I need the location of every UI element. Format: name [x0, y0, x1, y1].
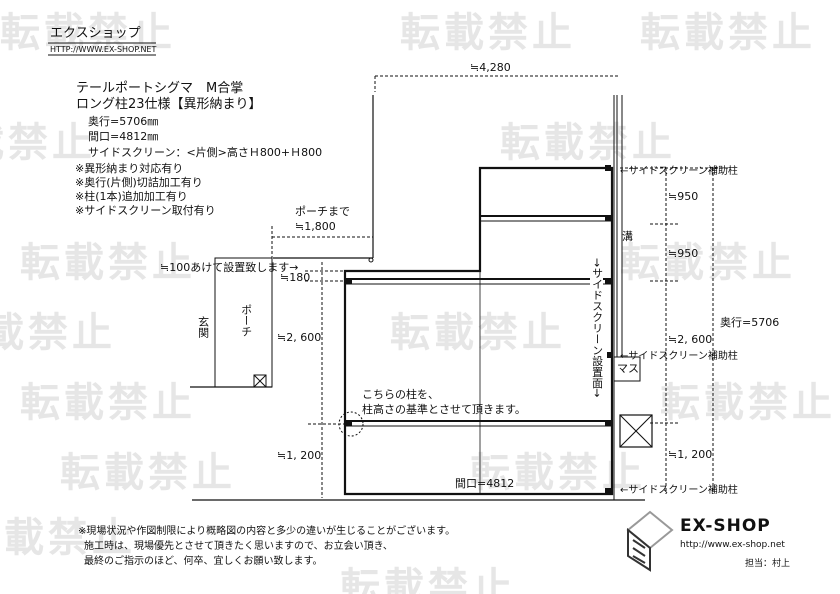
- watermark: 転載禁止: [340, 565, 516, 594]
- dim-left-2600: ≒2, 600: [277, 331, 322, 344]
- brand-name: エクスショップ: [50, 26, 141, 41]
- aux-post-label: ←サイドスクリーン補助柱: [620, 166, 738, 177]
- dim-right-1200: ≒1, 200: [668, 448, 713, 461]
- logo-url: http://www.ex-shop.net: [680, 540, 785, 550]
- logo-text: EX-SHOP: [680, 516, 771, 536]
- spec-depth: 奥行=5706㎜: [88, 115, 159, 128]
- watermark: 転載禁止: [0, 10, 176, 56]
- footer-note: ※現場状況や作図制限により概略図の内容と多少の違いが生じることがございます。: [78, 526, 456, 537]
- depth-label: 奥行=5706: [720, 316, 780, 329]
- aux-post-label: ←サイドスクリーン補助柱: [620, 351, 738, 362]
- brand-url: HTTP://WWW.EX-SHOP.NET: [50, 45, 157, 54]
- callout-line2: 柱高さの基準とさせて頂きます。: [362, 403, 526, 416]
- dim-left-1200: ≒1, 200: [277, 449, 322, 462]
- footer-note: 最終のご指示のほど、何卒、宜しくお願い致します。: [84, 556, 323, 567]
- product-subtitle: ロング柱23仕様【異形納まり】: [76, 97, 262, 112]
- watermark: 転載禁止: [0, 310, 116, 356]
- aux-post-label: ←サイドスクリーン補助柱: [620, 485, 738, 496]
- spec-note: ※奥行(片側)切詰加工有り: [75, 176, 203, 189]
- ex-shop-logo-icon: [626, 510, 674, 572]
- gutter-label: 溝: [622, 230, 633, 243]
- porch-label: ポーチ: [239, 304, 253, 337]
- watermark: 転載禁止: [500, 120, 676, 166]
- dim-right-2600: ≒2, 600: [668, 333, 713, 346]
- staff-label: 担当：村上: [745, 559, 791, 569]
- product-title: テールポートシグマ M合掌: [76, 81, 244, 96]
- dim-right-950: ≒950: [668, 247, 699, 260]
- dim-180: ≒180: [280, 271, 311, 284]
- gap-note: ≒100あけて設置致します→: [160, 261, 299, 274]
- watermark: 転載禁止: [20, 240, 196, 286]
- frontage-label: 間口=4812: [455, 477, 515, 490]
- footer-note: 施工時は、現場優先とさせて頂きたく思いますので、お立会い頂き、: [84, 541, 393, 552]
- watermark: 転載禁止: [470, 450, 646, 496]
- spec-note: ※サイドスクリーン取付有り: [75, 204, 216, 217]
- watermark: 転載禁止: [390, 310, 566, 356]
- dim-porch: ≒1,800: [295, 220, 336, 233]
- watermark: 転載禁止: [0, 120, 96, 166]
- entrance-label: 玄関: [196, 316, 210, 338]
- spec-width: 間口=4812㎜: [88, 130, 159, 143]
- spec-note: ※異形納まり対応有り: [75, 162, 184, 175]
- dim-right-950: ≒950: [668, 190, 699, 203]
- dim-top-width: ≒4,280: [470, 61, 511, 74]
- watermark: 転載禁止: [60, 450, 236, 496]
- watermark: 転載禁止: [400, 10, 576, 56]
- side-screen-face-label: →サイドスクリーン設置面→: [590, 258, 604, 398]
- porch-to-label: ポーチまで: [295, 205, 350, 218]
- spec-screen: サイドスクリーン：<片側>高さＨ800+Ｈ800: [88, 146, 323, 159]
- watermark: 転載禁止: [660, 380, 836, 426]
- watermark: 転載禁止: [640, 10, 816, 56]
- basin-label: マス: [617, 362, 639, 375]
- watermark: 転載禁止: [20, 380, 196, 426]
- watermark: 転載禁止: [0, 515, 136, 561]
- spec-note: ※柱(1本)追加加工有り: [75, 190, 188, 203]
- callout-line1: こちらの柱を、: [362, 388, 439, 401]
- watermark: 転載禁止: [620, 240, 796, 286]
